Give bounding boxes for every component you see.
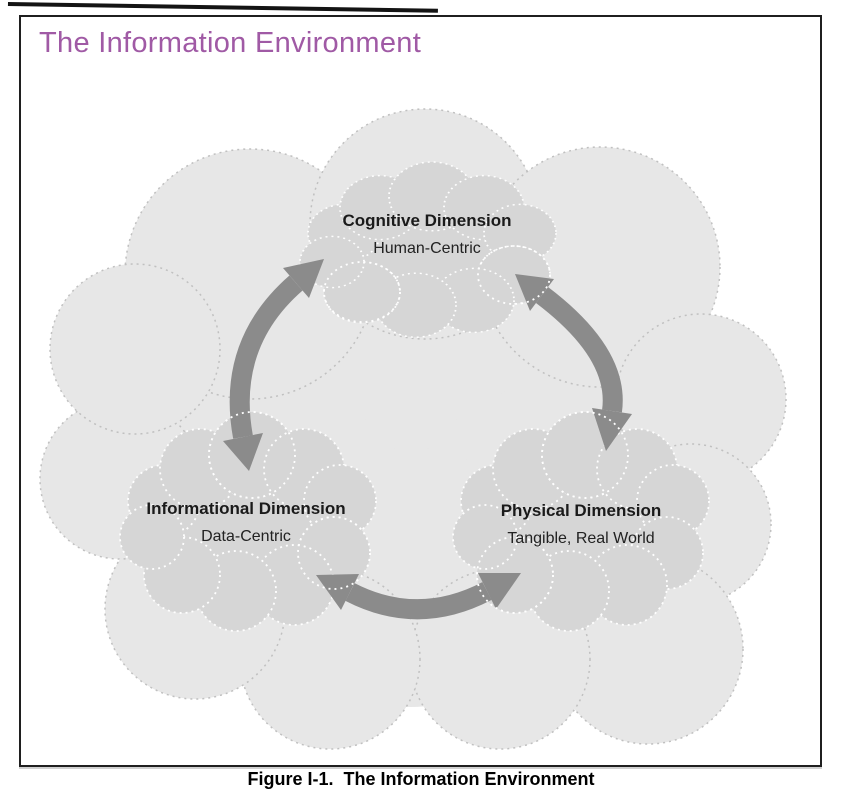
cloud-edge-overlay-dashes xyxy=(208,245,629,614)
figure-caption: Figure I-1. The Information Environment xyxy=(247,769,595,789)
informational-dimension-label: Informational Dimension xyxy=(146,499,346,518)
informational-dimension-sublabel: Data-Centric xyxy=(201,528,291,545)
cognitive-dimension-label: Cognitive Dimension xyxy=(342,211,512,230)
figure-title: The Information Environment xyxy=(39,27,422,59)
page-top-rule xyxy=(7,2,438,13)
information-environment-diagram xyxy=(39,108,787,750)
arrow-physical-informational xyxy=(316,573,521,620)
figure-box: The Information Environment Cognitive Di… xyxy=(19,15,822,767)
physical-dimension-label: Physical Dimension xyxy=(500,501,662,520)
physical-dimension-sublabel: Tangible, Real World xyxy=(507,530,655,547)
arrow-informational-cognitive xyxy=(223,259,324,471)
cognitive-dimension-sublabel: Human-Centric xyxy=(373,240,481,257)
arrow-cognitive-physical xyxy=(515,274,632,451)
